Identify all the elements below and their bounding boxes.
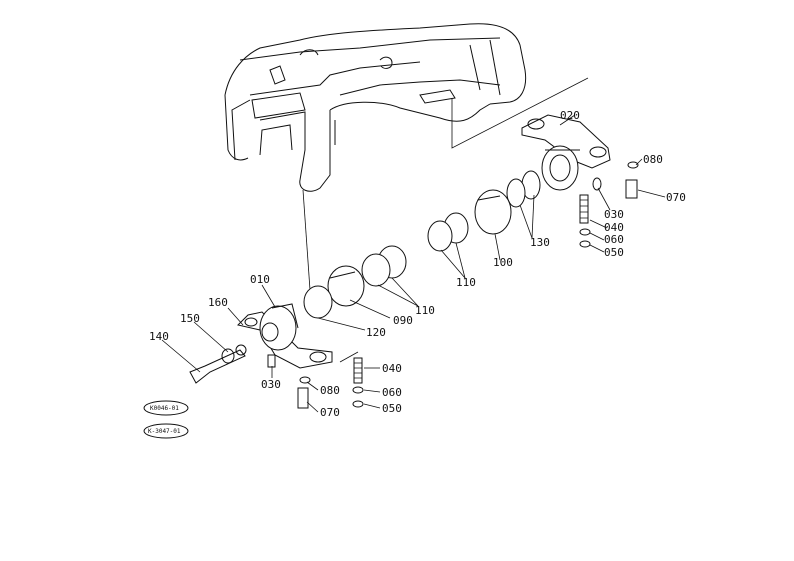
label-100: 100 [493,256,513,269]
label-070-lower: 070 [320,406,340,419]
label-070-upper: 070 [666,191,686,204]
label-130: 130 [530,236,550,249]
label-020: 020 [560,109,580,122]
label-090: 090 [393,314,413,327]
bushing-set [303,170,541,319]
label-040-lower: 040 [382,362,402,375]
part-010-lower-bracket [237,303,333,369]
reference-badge-2: K-3047-01 [143,423,189,439]
casting-bracket [451,77,589,149]
label-140: 140 [149,330,169,343]
reference-code-1: K0046-01 [150,405,179,412]
label-110-lower: 110 [415,304,435,317]
center-axis-line [302,189,311,291]
part-020-upper-bracket [521,114,611,191]
label-030-upper: 030 [604,208,624,221]
label-050-upper: 050 [604,246,624,259]
label-030-lower: 030 [261,378,281,391]
label-010: 010 [250,273,270,286]
frame-casting [224,23,527,192]
label-060-lower: 060 [382,386,402,399]
label-060-upper: 060 [604,233,624,246]
lower-hardware [189,344,364,409]
reference-badge-1: K0046-01 [143,400,189,416]
leader-lines [161,114,666,413]
reference-code-2: K-3047-01 [148,428,181,435]
upper-right-hardware [579,161,639,248]
label-150: 150 [180,312,200,325]
label-050-lower: 050 [382,402,402,415]
label-110-upper: 110 [456,276,476,289]
label-080-upper: 080 [643,153,663,166]
label-160: 160 [208,296,228,309]
label-080-lower: 080 [320,384,340,397]
label-040-upper: 040 [604,221,624,234]
label-120: 120 [366,326,386,339]
